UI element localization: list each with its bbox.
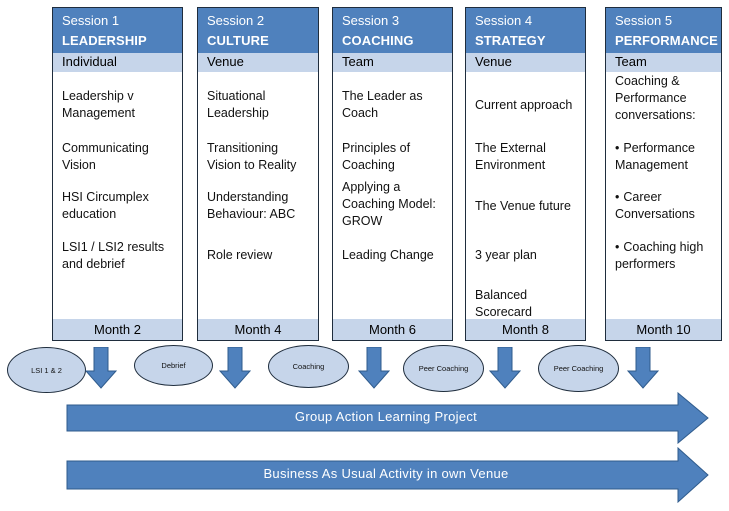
session-5-column: Session 5 PERFORMANCE Team Coaching & Pe…	[605, 7, 722, 341]
down-arrow-icon	[85, 347, 117, 389]
session-1-item: HSI Circumplex education	[62, 190, 149, 221]
session-4-scope: Venue	[466, 53, 585, 72]
session-5-month: Month 10	[606, 319, 721, 340]
session-2-number: Session 2	[207, 13, 265, 28]
session-1-column: Session 1 LEADERSHIP Individual Leadersh…	[52, 7, 183, 341]
session-5-scope: Team	[606, 53, 721, 72]
business-as-usual-arrow	[66, 447, 709, 503]
session-4-month: Month 8	[466, 319, 585, 340]
session-5-header: Session 5 PERFORMANCE	[606, 8, 721, 53]
session-2-header: Session 2 CULTURE	[198, 8, 318, 53]
session-5-topic: PERFORMANCE	[615, 33, 718, 48]
session-5-bullet-text: Career Conversations	[615, 190, 695, 221]
session-2-scope: Venue	[198, 53, 318, 72]
session-3-column: Session 3 COACHING Team The Leader as Co…	[332, 7, 453, 341]
between-activity-ellipse: Debrief	[134, 345, 213, 386]
between-activity-ellipse: Peer Coaching	[538, 345, 619, 392]
session-5-bullet-item: Performance Management	[615, 140, 717, 174]
session-3-header: Session 3 COACHING	[333, 8, 452, 53]
down-arrow-icon	[627, 347, 659, 389]
business-as-usual-label: Business As Usual Activity in own Venue	[263, 466, 509, 481]
session-2-column: Session 2 CULTURE Venue Situational Lead…	[197, 7, 319, 341]
session-1-month: Month 2	[53, 319, 182, 340]
session-1-topic: LEADERSHIP	[62, 33, 147, 48]
session-5-bullet-item: Coaching high performers	[615, 239, 717, 273]
session-4-topic: STRATEGY	[475, 33, 546, 48]
session-1-header: Session 1 LEADERSHIP	[53, 8, 182, 53]
session-5-number: Session 5	[615, 13, 673, 28]
between-activity-ellipse: Coaching	[268, 345, 349, 388]
session-3-month: Month 6	[333, 319, 452, 340]
session-1-item: Leadership v Management	[62, 89, 135, 120]
session-2-item: Role review	[207, 248, 273, 262]
session-4-number: Session 4	[475, 13, 533, 28]
session-2-item: Understanding Behaviour: ABC	[207, 190, 296, 221]
down-arrow-icon	[489, 347, 521, 389]
session-4-item: Current approach	[475, 98, 573, 112]
session-3-scope: Team	[333, 53, 452, 72]
session-3-number: Session 3	[342, 13, 400, 28]
session-4-item: The Venue future	[475, 199, 571, 213]
group-project-label: Group Action Learning Project	[294, 409, 478, 424]
session-2-item: Transitioning Vision to Reality	[207, 141, 297, 172]
session-1-number: Session 1	[62, 13, 120, 28]
session-3-item: The Leader as Coach	[342, 89, 423, 120]
session-2-month: Month 4	[198, 319, 318, 340]
session-3-item: Leading Change	[342, 248, 434, 262]
session-1-scope: Individual	[53, 53, 182, 72]
session-3-item: Applying a Coaching Model: GROW	[342, 180, 436, 228]
session-4-item: 3 year plan	[475, 248, 537, 262]
session-2-topic: CULTURE	[207, 33, 269, 48]
session-5-bullet-item: Career Conversations	[615, 189, 717, 223]
between-activity-ellipse: Peer Coaching	[403, 345, 484, 392]
session-5-bullet-text: Performance Management	[615, 141, 695, 172]
session-4-item: The External Environment	[475, 141, 546, 172]
down-arrow-icon	[219, 347, 251, 389]
session-3-item: Principles of Coaching	[342, 141, 411, 172]
session-4-column: Session 4 STRATEGY Venue Current approac…	[465, 7, 586, 341]
session-1-item: LSI1 / LSI2 results and debrief	[62, 240, 165, 271]
session-4-header: Session 4 STRATEGY	[466, 8, 585, 53]
session-1-item: Communicating Vision	[62, 141, 149, 172]
session-5-item: Coaching & Performance conversations:	[615, 74, 696, 122]
down-arrow-icon	[358, 347, 390, 389]
session-2-item: Situational Leadership	[207, 89, 269, 120]
between-activity-ellipse: LSI 1 & 2	[7, 347, 86, 393]
session-5-bullet-text: Coaching high performers	[615, 240, 704, 271]
session-3-topic: COACHING	[342, 33, 414, 48]
group-project-arrow	[66, 392, 709, 444]
session-4-item: Balanced Scorecard	[475, 288, 532, 319]
